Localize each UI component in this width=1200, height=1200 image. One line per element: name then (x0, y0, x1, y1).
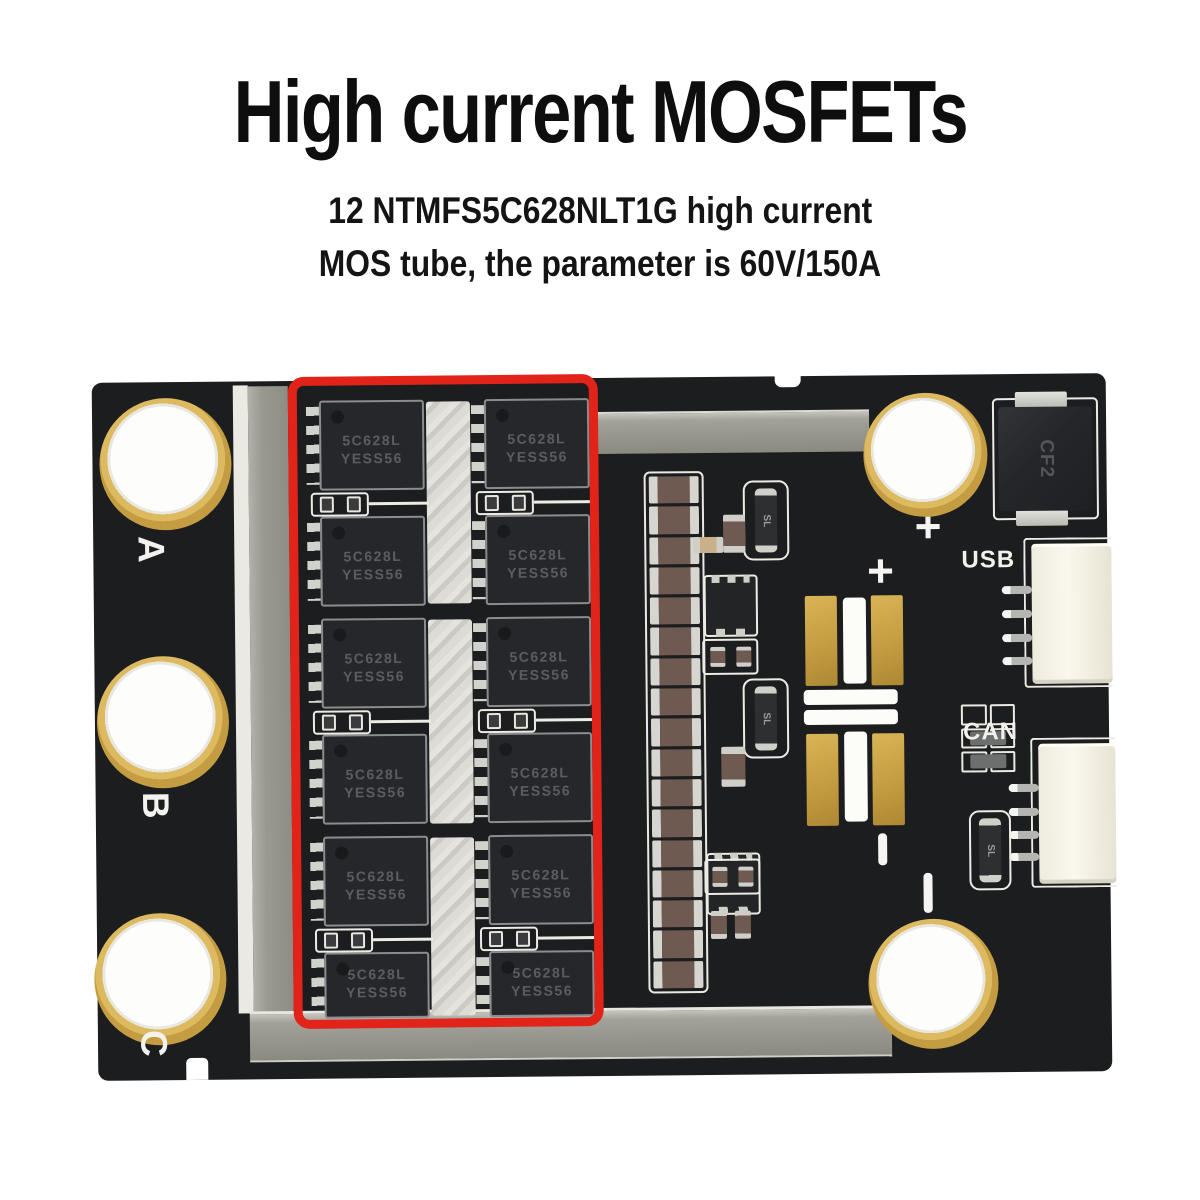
bottom-edge-notch (186, 1057, 209, 1081)
connector-pin (1009, 852, 1040, 862)
usb-connector (1031, 543, 1113, 684)
left-heatsink-strip (247, 386, 294, 1013)
pad-divider (803, 709, 898, 726)
top-edge-notch (774, 374, 801, 388)
page-title: High current MOSFETs (0, 62, 1200, 161)
pad-divider (844, 731, 868, 822)
connector-pin (1002, 656, 1033, 666)
capacitor (650, 657, 701, 686)
capacitor (650, 688, 701, 716)
capacitor (651, 809, 703, 838)
phase-pad-b (96, 655, 230, 789)
power-diode: CF2 (997, 406, 1093, 512)
phase-label-c: C (133, 1029, 175, 1057)
capacitor (649, 566, 700, 595)
capacitor (649, 536, 700, 565)
connector-pin (1001, 585, 1032, 595)
smd-resistor (970, 754, 1007, 769)
battery-pad-gold (806, 733, 839, 827)
plus-silkscreen: + (866, 544, 895, 597)
battery-pad-gold (872, 733, 905, 826)
capacitor (652, 930, 704, 959)
connector-pin (1001, 609, 1032, 619)
battery-pad-gold (804, 595, 838, 687)
smd-capacitor (734, 910, 752, 939)
connector-pin (1008, 807, 1039, 817)
phase-pad-a (98, 397, 233, 531)
battery-pad-gold (870, 595, 904, 686)
subtitle-line-1: 12 NTMFS5C628NLT1G high current (0, 190, 1200, 232)
smd-capacitor (721, 746, 746, 787)
smd-resistor (693, 536, 724, 554)
diode-marking: SL (760, 513, 772, 527)
diode-marking: SL (984, 843, 996, 857)
smd-diode: SL (754, 488, 778, 553)
diode-silkscreen: SL (968, 810, 1012, 891)
smd-diode: SL (754, 686, 778, 751)
diode-terminal (1015, 509, 1069, 527)
capacitor (652, 869, 703, 898)
phase-label-b: B (134, 791, 177, 819)
connector-pin (1008, 783, 1039, 793)
mounting-hole-bottom-right (867, 918, 1000, 1050)
smd-capacitor (722, 514, 746, 553)
power-diode-marking: CF2 (1035, 439, 1057, 479)
capacitor (653, 960, 704, 989)
pad-divider (842, 597, 867, 684)
subtitle-line-2: MOS tube, the parameter is 60V/150A (0, 243, 1200, 285)
pad-divider (803, 689, 898, 706)
can-label: CAN (962, 718, 1019, 746)
capacitor-pair-box (704, 858, 761, 896)
can-connector (1038, 743, 1117, 884)
diode-terminal (1014, 391, 1067, 409)
diode-marking: SL (760, 711, 772, 725)
phase-label-a: A (130, 535, 172, 563)
capacitor (650, 718, 702, 747)
smd-diode: SL (978, 818, 1002, 883)
capacitor-pair-box (702, 638, 759, 676)
smd-capacitor (710, 910, 728, 939)
capacitor (651, 779, 702, 807)
phase-pad-c (93, 912, 228, 1046)
usb-label: USB (961, 546, 1016, 574)
capacitor (649, 597, 701, 626)
capacitor (651, 748, 702, 777)
subtitle-line-2-text: MOS tube, the parameter is 60V/150A (318, 243, 882, 284)
subtitle-line-1-text: 12 NTMFS5C628NLT1G high current (327, 190, 872, 231)
diode-silkscreen: SL (742, 480, 790, 561)
capacitor (652, 839, 703, 868)
connector-pin (1009, 830, 1040, 840)
minus-silkscreen (878, 833, 888, 866)
capacitor (648, 476, 699, 504)
capacitor (648, 506, 700, 535)
page-title-text: High current MOSFETs (233, 62, 968, 161)
mosfet-highlight-box (287, 374, 604, 1029)
connector-pin (1002, 633, 1033, 643)
mounting-hole-top-right (862, 392, 988, 518)
capacitor (650, 627, 701, 656)
sot23-transistor (703, 574, 759, 638)
top-heatsink-strip (596, 409, 870, 455)
minus-silkscreen (923, 872, 933, 913)
diode-silkscreen: SL (742, 678, 790, 759)
capacitor (652, 900, 703, 928)
